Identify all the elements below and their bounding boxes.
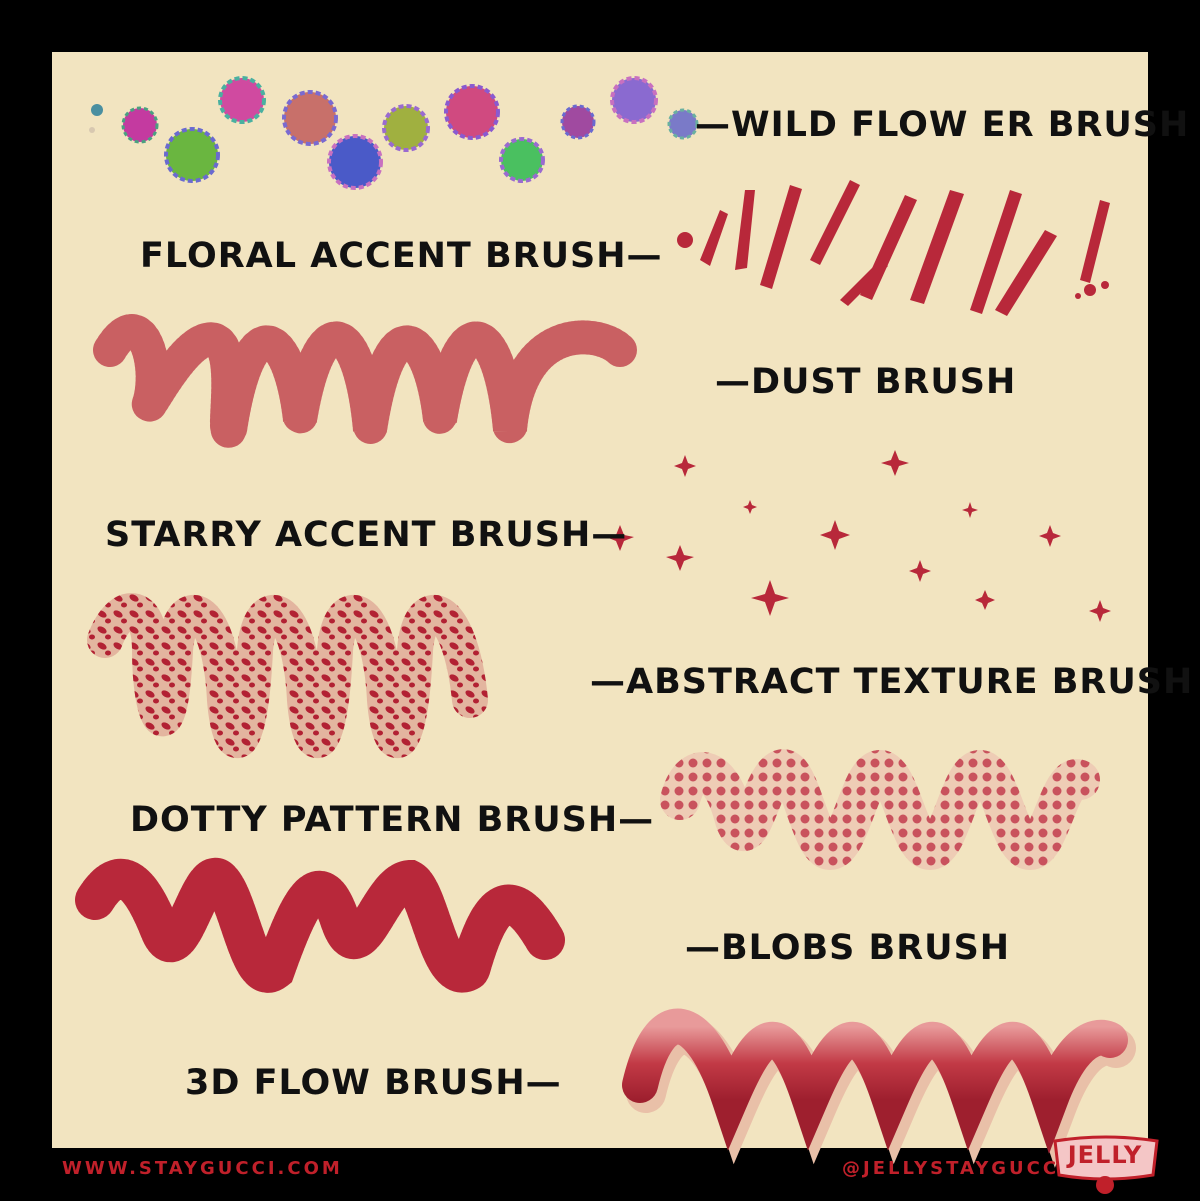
3d-flow-sample [622, 1008, 1128, 1154]
label-dust-brush: —DUST BRUSH [715, 362, 1017, 402]
label-floral-accent-brush: FLORAL ACCENT BRUSH— [140, 236, 663, 276]
blobs-sample [75, 857, 565, 993]
wild-flower-sample [89, 76, 699, 190]
dust-sample [93, 314, 637, 448]
website-link[interactable]: WWW.STAYGUCCI.COM [62, 1158, 343, 1179]
label-starry-accent-brush: STARRY ACCENT BRUSH— [105, 515, 628, 555]
dotty-pattern-sample [660, 749, 1100, 871]
jelly-logo-badge [1053, 1135, 1159, 1194]
abstract-texture-sample [87, 593, 488, 759]
label-wild-flower-brush: —WILD FLOW ER BRUSH [695, 105, 1190, 145]
logo-text: JELLY [1067, 1141, 1143, 1169]
floral-accent-sample [677, 180, 1110, 316]
label-3d-flow-brush: 3D FLOW BRUSH— [185, 1063, 562, 1103]
jelly-logo: JELLY [1045, 1135, 1165, 1197]
label-abstract-texture-brush: —ABSTRACT TEXTURE BRUSH [590, 662, 1194, 702]
social-handle[interactable]: @JELLYSTAYGUCCI [842, 1158, 1069, 1179]
label-dotty-pattern-brush: DOTTY PATTERN BRUSH— [130, 800, 655, 840]
label-blobs-brush: —BLOBS BRUSH [685, 928, 1011, 968]
starry-accent-sample [606, 450, 1111, 622]
